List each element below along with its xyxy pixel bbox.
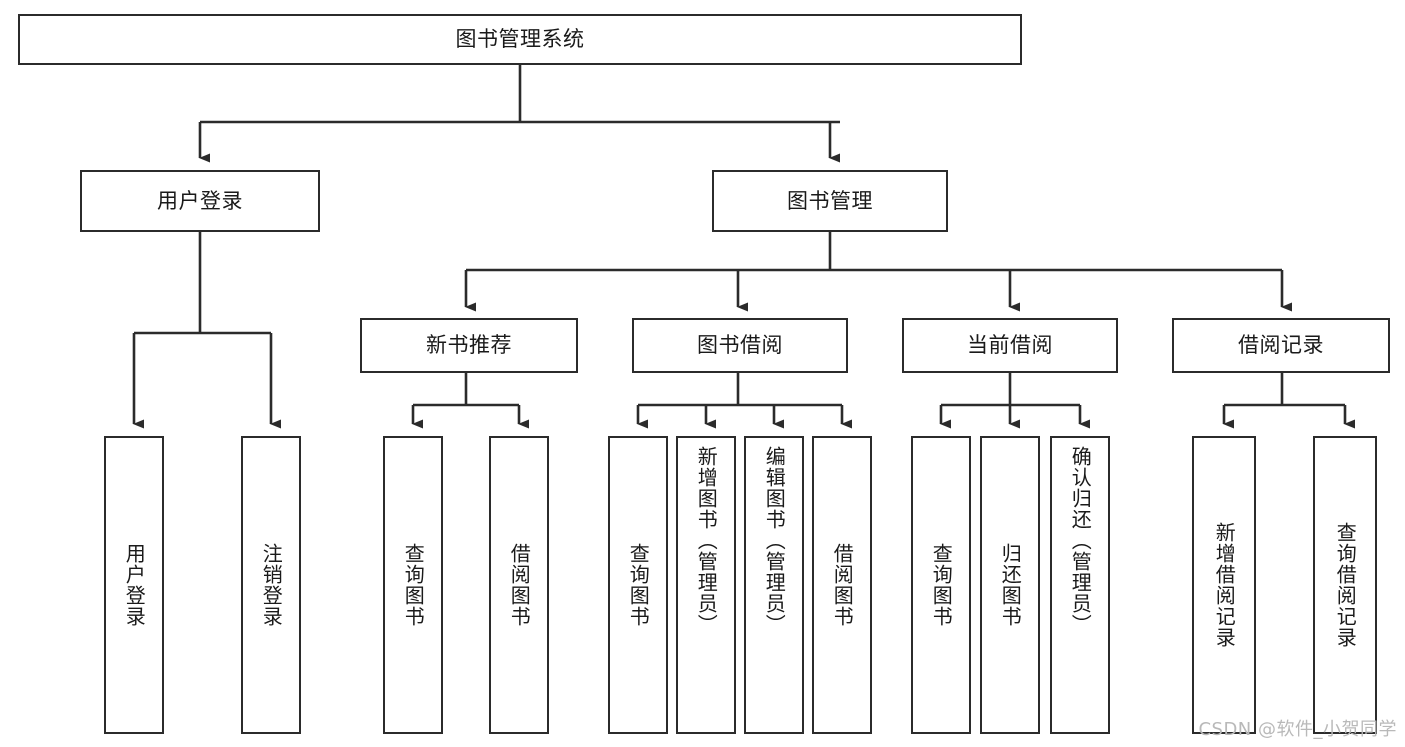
node-leaf-query-book-1-label: 查询图书 [401, 543, 426, 627]
node-leaf-user-login[interactable]: 用户登录 [104, 436, 164, 734]
node-leaf-query-book-2-label: 查询图书 [626, 543, 651, 627]
node-leaf-add-record-label: 新增借阅记录 [1212, 522, 1237, 648]
node-leaf-add-record[interactable]: 新增借阅记录 [1192, 436, 1256, 734]
node-book-borrow-label: 图书借阅 [697, 333, 783, 358]
node-leaf-query-book-3[interactable]: 查询图书 [911, 436, 971, 734]
edge-borrowrecord-to-leaves [1222, 373, 1355, 429]
node-user-login-label: 用户登录 [157, 188, 243, 213]
node-leaf-confirm-return[interactable]: 确认归还（管理员） [1050, 436, 1110, 734]
node-leaf-borrow-book-1-label: 借阅图书 [507, 543, 532, 627]
node-leaf-query-book-2[interactable]: 查询图书 [608, 436, 668, 734]
node-book-management-label: 图书管理 [787, 188, 873, 213]
node-root-label: 图书管理系统 [455, 27, 585, 52]
node-leaf-edit-book[interactable]: 编辑图书（管理员） [744, 436, 804, 734]
node-leaf-borrow-book-1[interactable]: 借阅图书 [489, 436, 549, 734]
node-root[interactable]: 图书管理系统 [18, 14, 1022, 65]
node-leaf-query-record[interactable]: 查询借阅记录 [1313, 436, 1377, 734]
node-borrow-record[interactable]: 借阅记录 [1172, 318, 1390, 373]
node-leaf-add-book-label: 新增图书（管理员） [694, 446, 719, 635]
node-leaf-add-book[interactable]: 新增图书（管理员） [676, 436, 736, 734]
node-current-borrow-label: 当前借阅 [967, 333, 1053, 358]
node-leaf-logout-label: 注销登录 [259, 543, 284, 627]
edge-bookborrow-to-leaves [636, 373, 852, 429]
node-leaf-query-book-1[interactable]: 查询图书 [383, 436, 443, 734]
edge-newbook-to-leaves [411, 373, 529, 429]
edge-login-to-leaves [132, 232, 281, 429]
node-user-login[interactable]: 用户登录 [80, 170, 320, 232]
node-leaf-edit-book-label: 编辑图书（管理员） [762, 446, 787, 635]
node-leaf-return-book[interactable]: 归还图书 [980, 436, 1040, 734]
node-current-borrow[interactable]: 当前借阅 [902, 318, 1118, 373]
edge-currentborrow-to-leaves [939, 373, 1090, 429]
node-leaf-confirm-return-label: 确认归还（管理员） [1068, 446, 1093, 635]
node-book-borrow[interactable]: 图书借阅 [632, 318, 848, 373]
node-new-book-recommend-label: 新书推荐 [426, 333, 512, 358]
edge-bookmgmt-to-level3 [464, 232, 1292, 312]
node-leaf-query-record-label: 查询借阅记录 [1333, 522, 1358, 648]
node-leaf-logout[interactable]: 注销登录 [241, 436, 301, 734]
node-leaf-return-book-label: 归还图书 [998, 543, 1023, 627]
node-leaf-borrow-book-2-label: 借阅图书 [830, 543, 855, 627]
node-leaf-user-login-label: 用户登录 [122, 543, 147, 627]
node-book-management[interactable]: 图书管理 [712, 170, 948, 232]
node-borrow-record-label: 借阅记录 [1238, 333, 1324, 358]
node-leaf-query-book-3-label: 查询图书 [929, 543, 954, 627]
node-new-book-recommend[interactable]: 新书推荐 [360, 318, 578, 373]
node-leaf-borrow-book-2[interactable]: 借阅图书 [812, 436, 872, 734]
edge-root-to-level2 [198, 65, 840, 163]
